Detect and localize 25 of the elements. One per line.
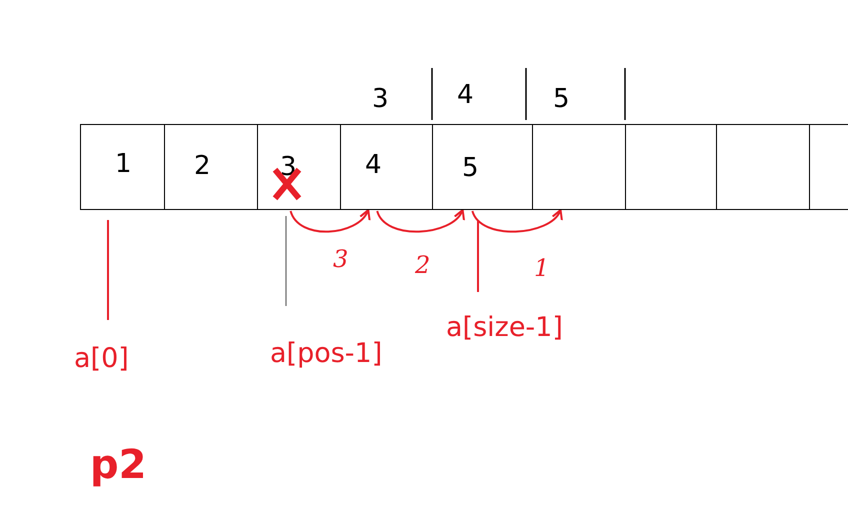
element-value: 3 (372, 86, 389, 112)
leader-line (107, 220, 109, 320)
index-label: a[pos-1] (270, 340, 382, 367)
cell-value: 5 (462, 155, 479, 181)
index-label: a[size-1] (446, 314, 563, 341)
index-label: a[0] (74, 345, 129, 372)
cell-value: 1 (115, 151, 132, 177)
array-cell (625, 124, 717, 210)
cell-value: 4 (365, 152, 382, 178)
array-cell (340, 124, 433, 210)
cell-value: 3 (280, 154, 297, 180)
element-value: 4 (457, 82, 474, 108)
array-cell (257, 124, 341, 210)
curved-arrow (290, 209, 370, 233)
array-cell (80, 124, 165, 210)
page-label: p2 (90, 445, 146, 485)
array-cell (432, 124, 533, 210)
array-cell (532, 124, 626, 210)
cell-value: 2 (194, 153, 211, 179)
element-value: 5 (553, 86, 570, 112)
array-cell (716, 124, 810, 210)
curved-arrow (472, 209, 562, 233)
leader-line (477, 220, 479, 292)
array-cell (164, 124, 258, 210)
curved-arrow (376, 209, 464, 233)
